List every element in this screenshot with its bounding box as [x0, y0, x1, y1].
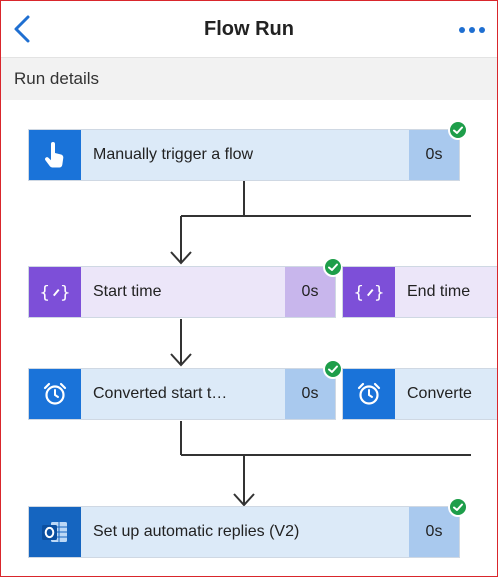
compose-icon: { } [355, 283, 383, 303]
step-label: Manually trigger a flow [81, 130, 409, 180]
success-check-icon [323, 257, 343, 277]
run-details-section: Run details [1, 58, 497, 100]
outlook-icon [42, 522, 67, 542]
success-check-icon [448, 120, 468, 140]
connector-lines [170, 181, 471, 507]
more-options-button[interactable] [459, 25, 485, 35]
step-set-up-automatic-replies[interactable]: Set up automatic replies (V2) 0s [28, 506, 460, 558]
chevron-left-icon [14, 15, 30, 43]
success-check-icon [448, 497, 468, 517]
page-title: Flow Run [204, 18, 294, 40]
alarm-clock-icon [357, 382, 381, 405]
dot-icon [459, 27, 465, 33]
back-button[interactable] [9, 13, 37, 45]
step-label: Set up automatic replies (V2) [81, 507, 409, 557]
step-end-time[interactable]: { } End time [342, 266, 497, 318]
step-label: Converte [395, 369, 497, 419]
step-manually-trigger[interactable]: Manually trigger a flow 0s [28, 129, 460, 181]
dot-icon [469, 27, 475, 33]
step-label: End time [395, 267, 497, 317]
step-duration: 0s [409, 507, 459, 557]
app-header: Flow Run [1, 1, 497, 58]
section-title: Run details [14, 69, 100, 88]
step-converted-end-time[interactable]: Converte [342, 368, 497, 420]
step-start-time[interactable]: { } Start time 0s [28, 266, 336, 318]
step-duration: 0s [409, 130, 459, 180]
success-check-icon [323, 359, 343, 379]
step-label: Start time [81, 267, 285, 317]
dot-icon [479, 27, 485, 33]
flow-canvas[interactable]: Manually trigger a flow 0s { } Start tim… [1, 100, 497, 576]
hand-pointer-icon [45, 142, 64, 168]
alarm-clock-icon [43, 382, 67, 405]
step-label: Converted start t… [81, 369, 285, 419]
compose-icon: { } [41, 283, 69, 303]
step-converted-start-time[interactable]: Converted start t… 0s [28, 368, 336, 420]
